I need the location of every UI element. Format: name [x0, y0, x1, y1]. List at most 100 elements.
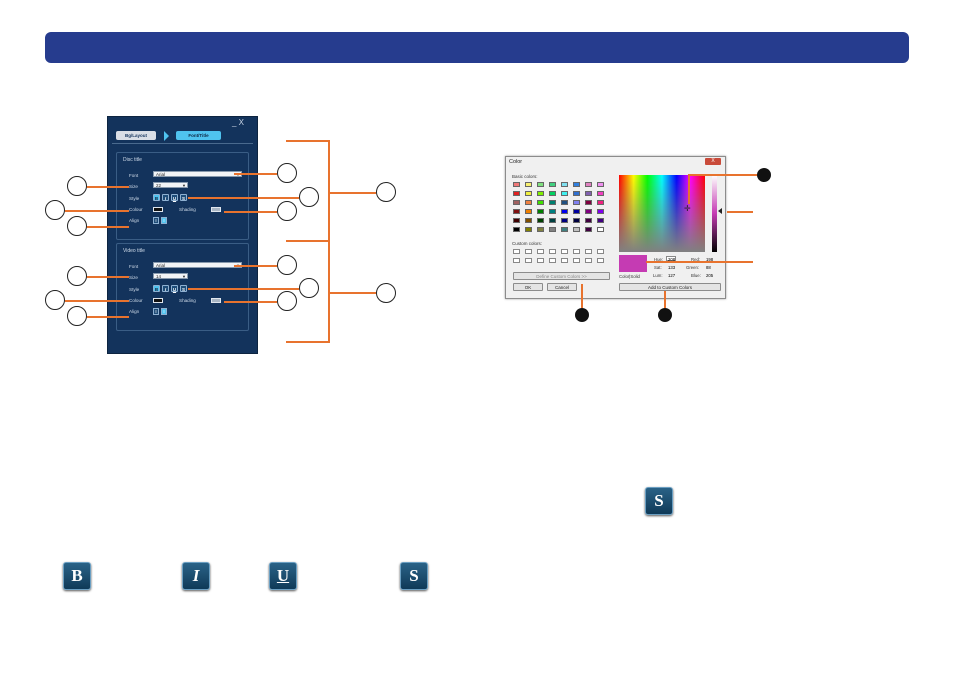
basic-color-swatch[interactable] — [561, 209, 568, 214]
custom-color-swatch[interactable] — [561, 258, 568, 263]
basic-color-swatch[interactable] — [549, 209, 556, 214]
font-dropdown[interactable]: Arial▼ — [153, 262, 242, 268]
bold-button[interactable]: B — [153, 194, 160, 201]
basic-color-swatch[interactable] — [585, 191, 592, 196]
basic-color-swatch[interactable] — [513, 182, 520, 187]
custom-color-swatch[interactable] — [585, 249, 592, 254]
close-icon[interactable]: X — [705, 158, 721, 165]
sat-field[interactable]: 133 — [668, 265, 676, 270]
basic-color-swatch[interactable] — [561, 191, 568, 196]
lum-field[interactable]: 127 — [668, 273, 676, 278]
cancel-button[interactable]: Cancel — [547, 283, 577, 291]
basic-color-swatch[interactable] — [597, 182, 604, 187]
italic-button[interactable]: I — [162, 194, 169, 201]
basic-color-swatch[interactable] — [537, 182, 544, 187]
basic-color-swatch[interactable] — [513, 227, 520, 232]
basic-color-swatch[interactable] — [525, 227, 532, 232]
window-controls[interactable]: _ X — [232, 118, 245, 127]
basic-color-swatch[interactable] — [537, 218, 544, 223]
basic-color-swatch[interactable] — [549, 182, 556, 187]
basic-color-swatch[interactable] — [585, 218, 592, 223]
align-center-icon[interactable]: ≡ — [161, 217, 167, 224]
basic-color-swatch[interactable] — [597, 191, 604, 196]
basic-color-swatch[interactable] — [513, 191, 520, 196]
red-field[interactable]: 198 — [706, 257, 714, 262]
green-field[interactable]: 88 — [706, 265, 711, 270]
tab-bg-layout[interactable]: Bg/Layout — [116, 131, 156, 140]
custom-color-swatch[interactable] — [525, 258, 532, 263]
basic-color-swatch[interactable] — [573, 209, 580, 214]
custom-color-swatch[interactable] — [585, 258, 592, 263]
custom-color-swatch[interactable] — [549, 249, 556, 254]
basic-color-swatch[interactable] — [585, 200, 592, 205]
basic-color-swatch[interactable] — [561, 218, 568, 223]
custom-color-swatch[interactable] — [513, 249, 520, 254]
align-center-icon[interactable]: ≡ — [161, 308, 167, 315]
shading-swatch[interactable] — [211, 207, 221, 212]
basic-color-swatch[interactable] — [597, 218, 604, 223]
basic-color-swatch[interactable] — [585, 182, 592, 187]
crosshair-icon[interactable]: ✛ — [684, 204, 691, 213]
custom-color-swatch[interactable] — [573, 249, 580, 254]
custom-color-swatch[interactable] — [513, 258, 520, 263]
add-to-custom-colors-button[interactable]: Add to Custom Colors — [619, 283, 721, 291]
basic-color-swatch[interactable] — [549, 200, 556, 205]
basic-color-swatch[interactable] — [561, 200, 568, 205]
basic-color-swatch[interactable] — [549, 191, 556, 196]
basic-color-swatch[interactable] — [597, 209, 604, 214]
basic-color-swatch[interactable] — [537, 227, 544, 232]
define-custom-colors-button[interactable]: Define Custom Colors >> — [513, 272, 610, 280]
hue-field[interactable]: 208 — [666, 256, 676, 262]
luminance-slider[interactable] — [712, 175, 717, 252]
slider-arrow-icon[interactable] — [718, 208, 722, 214]
custom-color-swatch[interactable] — [597, 249, 604, 254]
colour-swatch[interactable] — [153, 207, 163, 212]
basic-color-swatch[interactable] — [537, 200, 544, 205]
font-dropdown[interactable]: Arial▼ — [153, 171, 242, 177]
color-spectrum[interactable] — [619, 175, 705, 252]
basic-color-swatch[interactable] — [549, 218, 556, 223]
basic-color-swatch[interactable] — [573, 227, 580, 232]
ok-button[interactable]: OK — [513, 283, 543, 291]
basic-color-swatch[interactable] — [537, 209, 544, 214]
custom-color-swatch[interactable] — [597, 258, 604, 263]
basic-color-swatch[interactable] — [561, 227, 568, 232]
basic-color-swatch[interactable] — [513, 218, 520, 223]
basic-color-swatch[interactable] — [585, 227, 592, 232]
underline-button[interactable]: U — [171, 194, 178, 201]
custom-color-swatch[interactable] — [561, 249, 568, 254]
basic-color-swatch[interactable] — [585, 209, 592, 214]
basic-color-swatch[interactable] — [537, 191, 544, 196]
size-dropdown[interactable]: 14▼ — [153, 273, 188, 279]
shadow-button[interactable]: S — [180, 194, 187, 201]
basic-color-swatch[interactable] — [573, 182, 580, 187]
basic-color-swatch[interactable] — [549, 227, 556, 232]
basic-color-swatch[interactable] — [513, 200, 520, 205]
custom-color-swatch[interactable] — [525, 249, 532, 254]
align-left-icon[interactable]: ≡ — [153, 217, 159, 224]
blue-field[interactable]: 205 — [706, 273, 714, 278]
basic-color-swatch[interactable] — [525, 200, 532, 205]
basic-color-swatch[interactable] — [561, 182, 568, 187]
shading-swatch[interactable] — [211, 298, 221, 303]
custom-color-swatch[interactable] — [549, 258, 556, 263]
underline-button[interactable]: U — [171, 285, 178, 292]
basic-color-swatch[interactable] — [597, 200, 604, 205]
basic-color-swatch[interactable] — [525, 191, 532, 196]
custom-color-swatch[interactable] — [573, 258, 580, 263]
colour-swatch[interactable] — [153, 298, 163, 303]
tab-font-title[interactable]: Font/Title — [176, 131, 221, 140]
basic-color-swatch[interactable] — [525, 209, 532, 214]
basic-color-swatch[interactable] — [573, 191, 580, 196]
shadow-button[interactable]: S — [180, 285, 187, 292]
size-dropdown[interactable]: 22▼ — [153, 182, 188, 188]
basic-color-swatch[interactable] — [513, 209, 520, 214]
custom-color-swatch[interactable] — [537, 249, 544, 254]
basic-color-swatch[interactable] — [525, 182, 532, 187]
custom-color-swatch[interactable] — [537, 258, 544, 263]
bold-button[interactable]: B — [153, 285, 160, 292]
italic-button[interactable]: I — [162, 285, 169, 292]
basic-color-swatch[interactable] — [597, 227, 604, 232]
basic-color-swatch[interactable] — [573, 218, 580, 223]
basic-color-swatch[interactable] — [573, 200, 580, 205]
